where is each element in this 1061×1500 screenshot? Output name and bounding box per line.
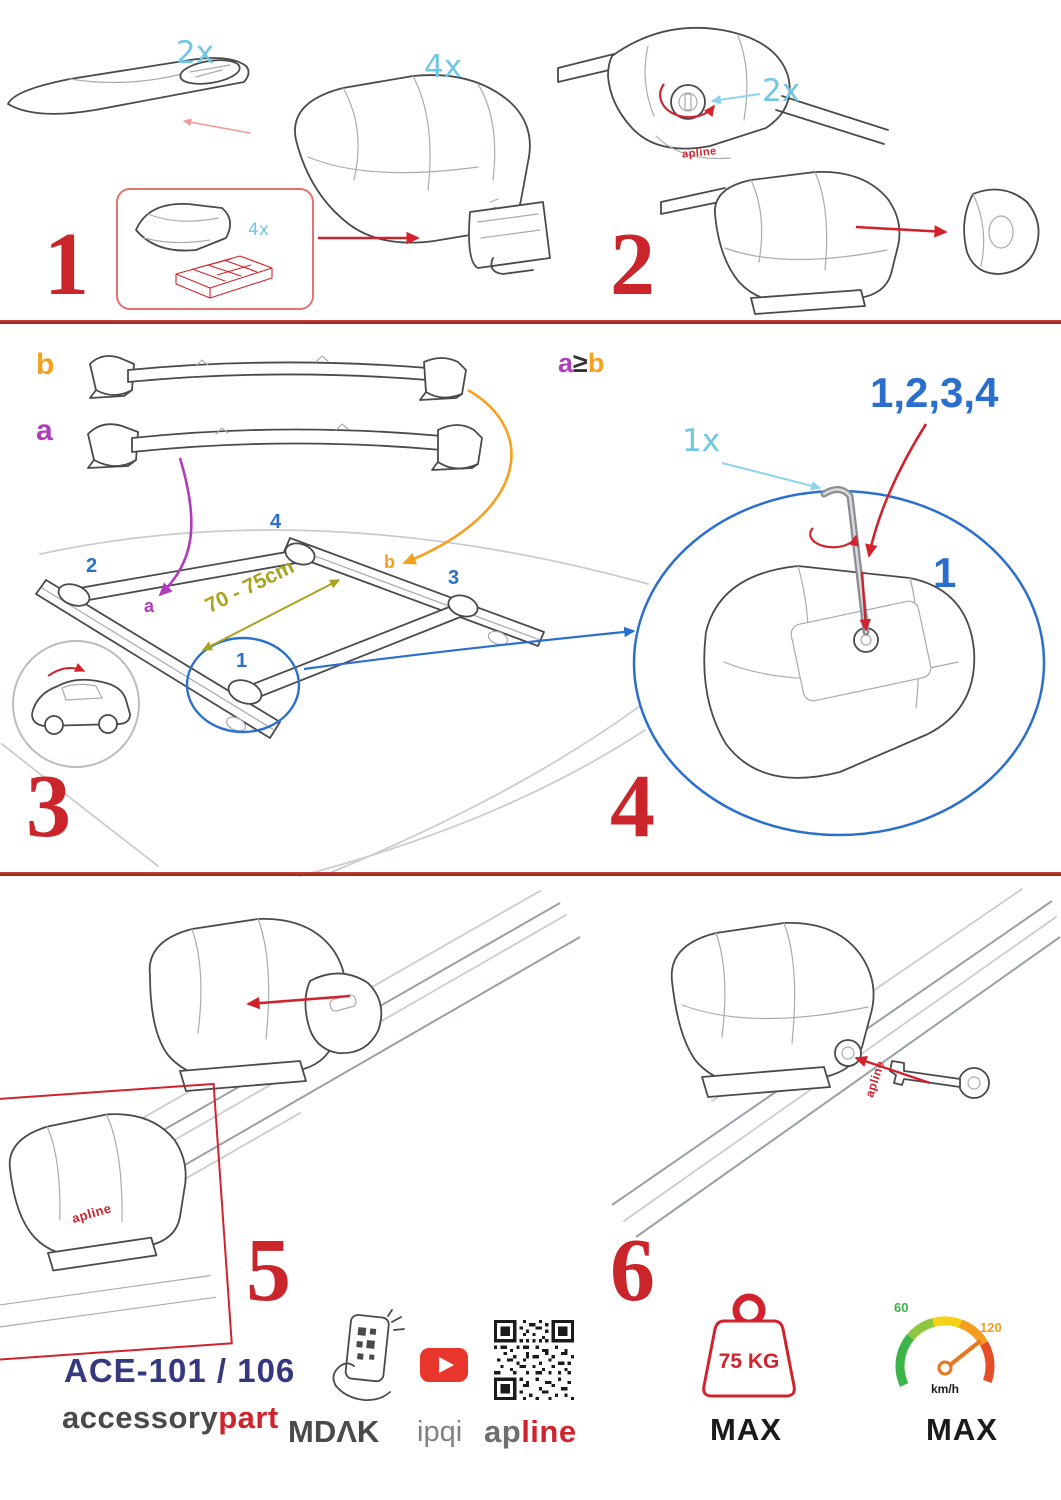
step2-lock-quantity: 2x <box>762 73 801 109</box>
speed-unit-label: km/h <box>931 1382 959 1396</box>
crossbar-profile-drawing <box>7 57 250 115</box>
step3-number: 3 <box>26 757 71 856</box>
position-1-label: 1 <box>236 650 248 672</box>
lock-keyhole <box>834 1039 862 1067</box>
front-crossbar <box>237 601 469 704</box>
step1-foot-drawing <box>294 74 551 275</box>
section-divider-1 <box>0 320 1061 324</box>
step1-pad-quantity: 4x <box>248 220 269 240</box>
tighten-first-label: 1 <box>933 549 957 596</box>
rubber-pad-inset: 4x <box>116 188 314 310</box>
speedometer-icon: 60 120 km/h <box>894 1300 1002 1396</box>
tool-quantity: 1x <box>682 423 721 459</box>
position-4-label: 4 <box>270 511 282 533</box>
step5-number: 5 <box>246 1221 291 1320</box>
car-inset-drawing <box>12 640 140 768</box>
step1-bar-quantity: 2x <box>176 35 215 71</box>
qr-code-icon <box>494 1320 574 1400</box>
tightening-detail-drawing <box>632 486 1046 837</box>
step2-endcap-drawing <box>660 171 1040 315</box>
section-divider-2 <box>0 872 1061 876</box>
step1-foot-quantity: 4x <box>424 49 463 85</box>
scan-phone-icon <box>332 1309 405 1401</box>
bar-a-label: a <box>36 414 53 447</box>
step6-locking-drawing <box>611 888 1061 1238</box>
brand-accessory-text: accessory <box>62 1400 219 1435</box>
brand-accessorypart: accessorypart <box>62 1402 279 1433</box>
crossbar-b-drawing <box>89 355 467 401</box>
step4-number: 4 <box>610 757 655 856</box>
lock-cylinder <box>670 84 706 120</box>
speed-low-label: 60 <box>894 1300 908 1315</box>
end-cap-piece <box>963 188 1040 275</box>
position-2-label: 2 <box>86 555 98 577</box>
speed-max-label: MAX <box>926 1412 998 1447</box>
condition-a: a <box>558 348 574 378</box>
brand-part-text: part <box>218 1400 279 1435</box>
condition-b: b <box>587 348 605 378</box>
length-condition-label: a≥b <box>558 350 604 377</box>
bar-a-position-label: a <box>144 596 155 616</box>
brand-ipqi: ipqi <box>417 1416 463 1448</box>
weight-max-label: MAX <box>710 1412 782 1447</box>
step6-number: 6 <box>610 1221 655 1320</box>
key <box>889 1060 990 1099</box>
crossbar-a-drawing <box>87 423 483 471</box>
cover-piece <box>304 972 383 1054</box>
apline-red-text: line <box>521 1414 577 1449</box>
weight-value: 75 KG <box>719 1350 780 1373</box>
product-model: ACE-101 / 106 <box>64 1352 296 1389</box>
max-weight-icon: 75 KG <box>702 1293 796 1398</box>
bar-b-label: b <box>36 348 55 381</box>
step5-inset-drawing <box>0 1113 217 1331</box>
bar-b-position-label: b <box>384 552 395 572</box>
condition-operator: ≥ <box>573 348 588 378</box>
brand-mdak: MDΛK <box>288 1414 380 1449</box>
brand-apline: apline <box>484 1416 577 1447</box>
step5-result-inset: apline <box>0 1082 233 1364</box>
youtube-icon <box>420 1348 468 1382</box>
tightening-sequence: 1,2,3,4 <box>870 369 999 416</box>
speed-high-label: 120 <box>980 1320 1002 1335</box>
position-3-label: 3 <box>448 567 460 589</box>
step2-number: 2 <box>610 215 655 314</box>
apline-gray-text: ap <box>484 1414 522 1449</box>
rubber-pad-drawing <box>135 203 273 299</box>
step1-number: 1 <box>44 215 89 314</box>
